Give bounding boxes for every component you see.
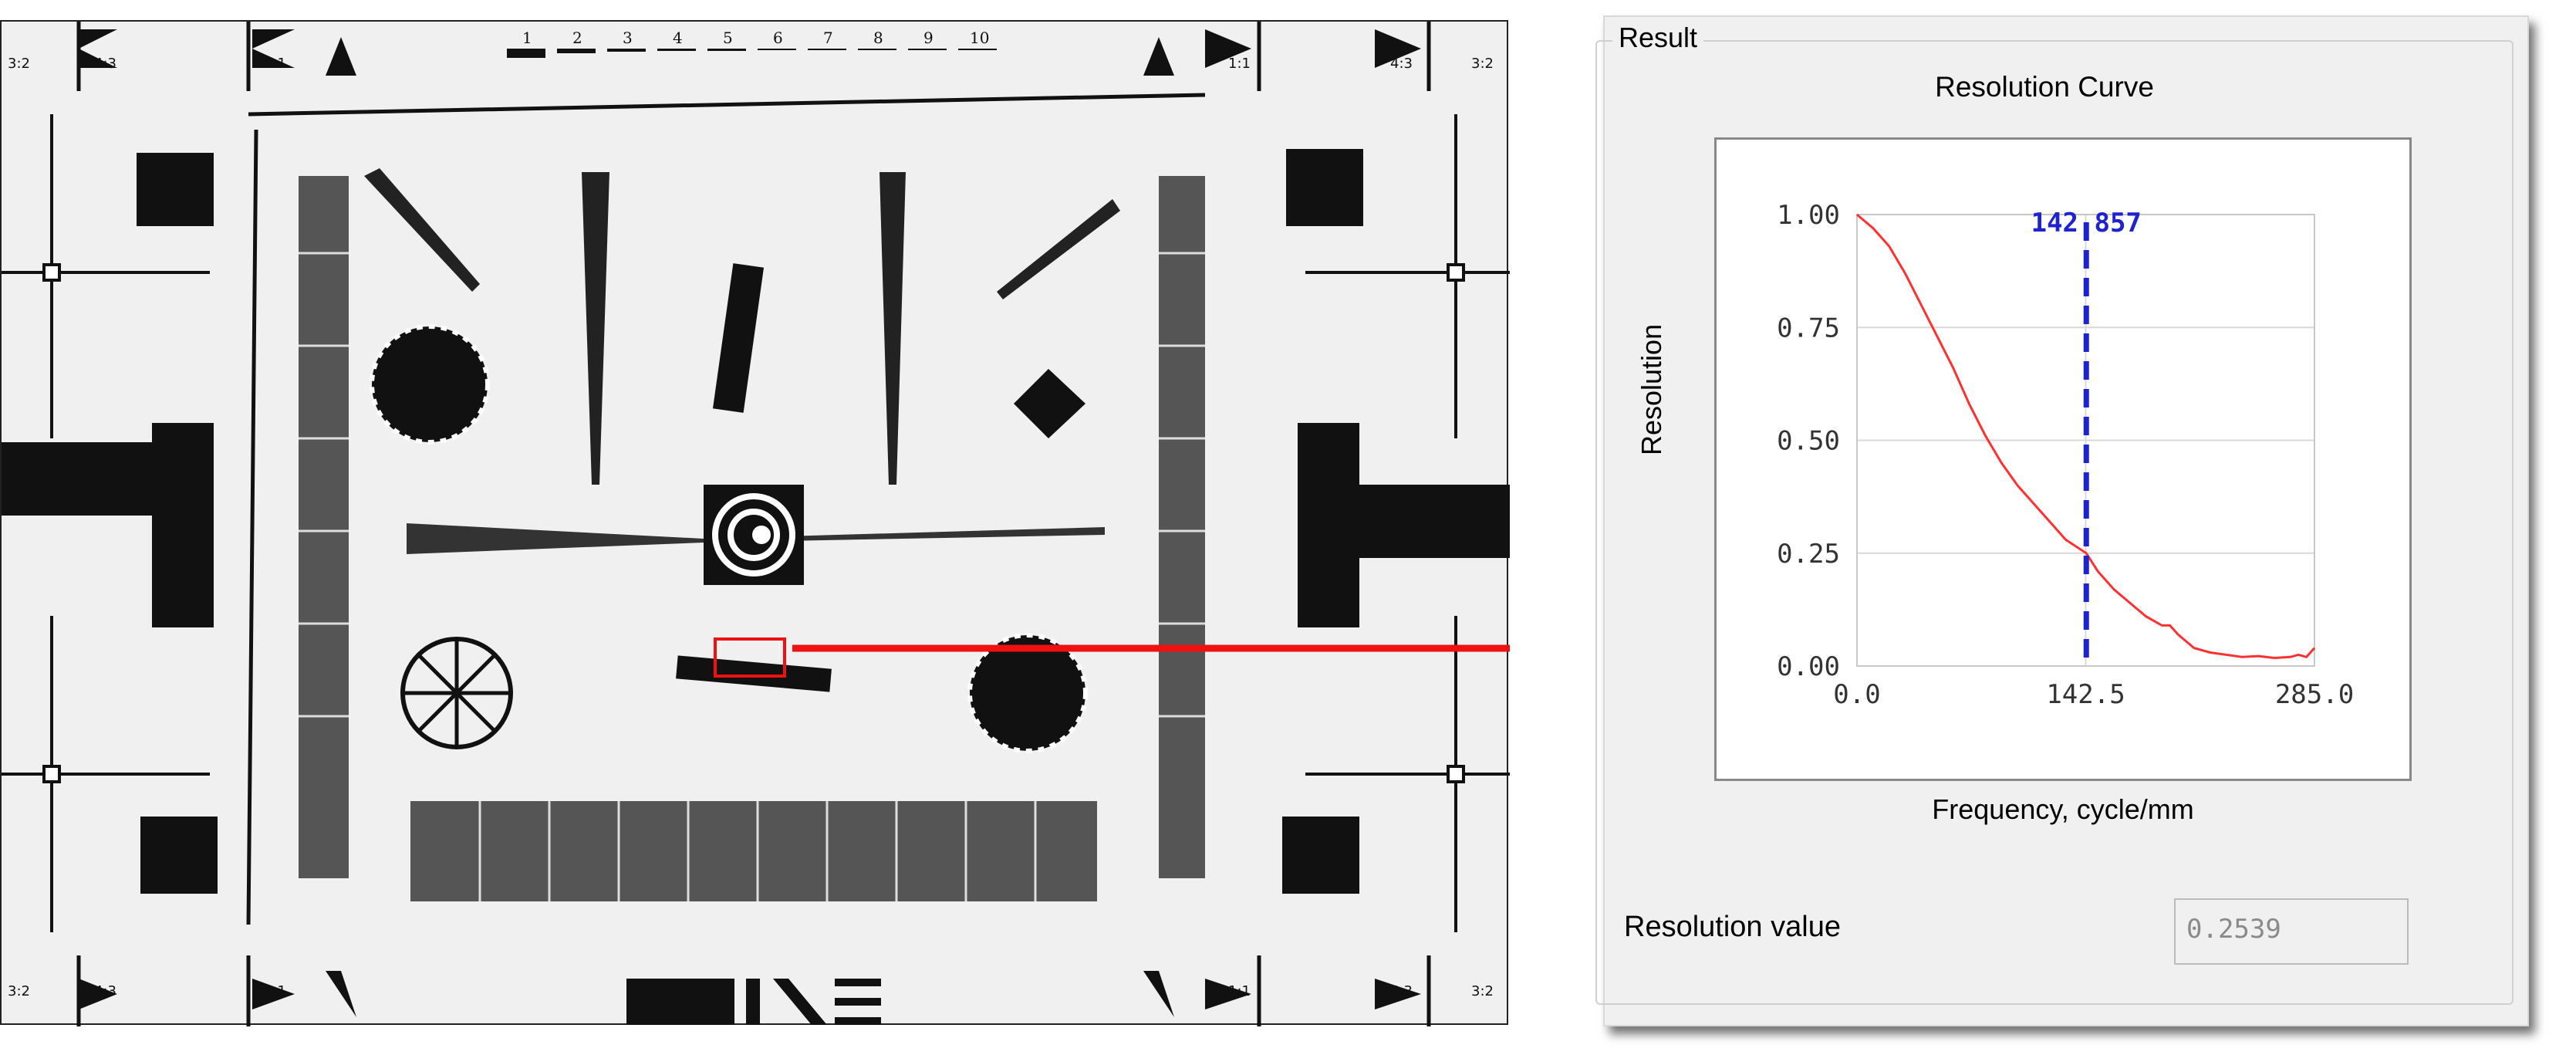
svg-text:5: 5 (723, 29, 733, 47)
svg-text:1:1: 1:1 (264, 56, 286, 72)
resolution-value-field[interactable]: 0.2539 (2174, 898, 2409, 965)
svg-text:10: 10 (970, 29, 989, 47)
result-groupbox (1595, 40, 2514, 1005)
svg-text:1:1: 1:1 (264, 983, 286, 999)
plot-area-frame (1714, 137, 2412, 781)
svg-text:1: 1 (522, 29, 532, 47)
x-tick-label: 0.0 (1833, 679, 1880, 710)
ratio-label: 3:2 (8, 56, 30, 72)
y-tick-label: 0.25 (1777, 539, 1840, 570)
svg-text:3:2: 3:2 (1471, 56, 1494, 72)
svg-text:4:3: 4:3 (94, 983, 116, 999)
svg-text:4: 4 (673, 29, 683, 47)
y-tick-label: 0.50 (1777, 426, 1840, 457)
x-tick-label: 285.0 (2275, 679, 2354, 710)
svg-text:1:1: 1:1 (1228, 983, 1251, 999)
x-axis-label: Frequency, cycle/mm (1932, 793, 2194, 825)
svg-text:3:2: 3:2 (8, 983, 30, 999)
svg-text:4:3: 4:3 (94, 56, 116, 72)
result-group-label: Result (1612, 22, 1704, 54)
svg-text:1:1: 1:1 (1228, 56, 1251, 72)
svg-text:4:3: 4:3 (1390, 56, 1413, 72)
svg-text:7: 7 (823, 29, 833, 47)
svg-text:2: 2 (572, 29, 582, 47)
resolution-curve-line (1856, 213, 2316, 660)
y-tick-label: 0.75 (1777, 313, 1840, 343)
resolution-value-label: Resolution value (1624, 911, 1841, 943)
svg-text:3: 3 (623, 29, 633, 47)
x-tick-label: 142.5 (2046, 679, 2125, 710)
svg-text:3:2: 3:2 (1471, 983, 1494, 999)
svg-text:9: 9 (923, 29, 934, 47)
resolution-curve-plot: 0.00 0.25 0.50 0.75 1.00 0.0 142.5 285.0 142.857 (1777, 200, 2354, 710)
test-chart-graphic: 1 2 3 4 5 6 7 8 9 10 (2, 22, 1510, 1026)
svg-text:6: 6 (773, 29, 783, 47)
chart-title: Resolution Curve (1935, 71, 2154, 103)
y-axis-label: Resolution (1636, 323, 1667, 455)
axes-frame (1856, 214, 2315, 667)
resolution-test-chart-image: 1 2 3 4 5 6 7 8 9 10 (0, 20, 1510, 1026)
y-tick-label: 1.00 (1777, 200, 1840, 231)
svg-text:4:3: 4:3 (1390, 983, 1413, 999)
y-tick-label: 0.00 (1777, 651, 1840, 682)
marker-label: 142.857 (2031, 208, 2142, 238)
roi-box (714, 637, 786, 678)
svg-text:8: 8 (873, 29, 883, 47)
